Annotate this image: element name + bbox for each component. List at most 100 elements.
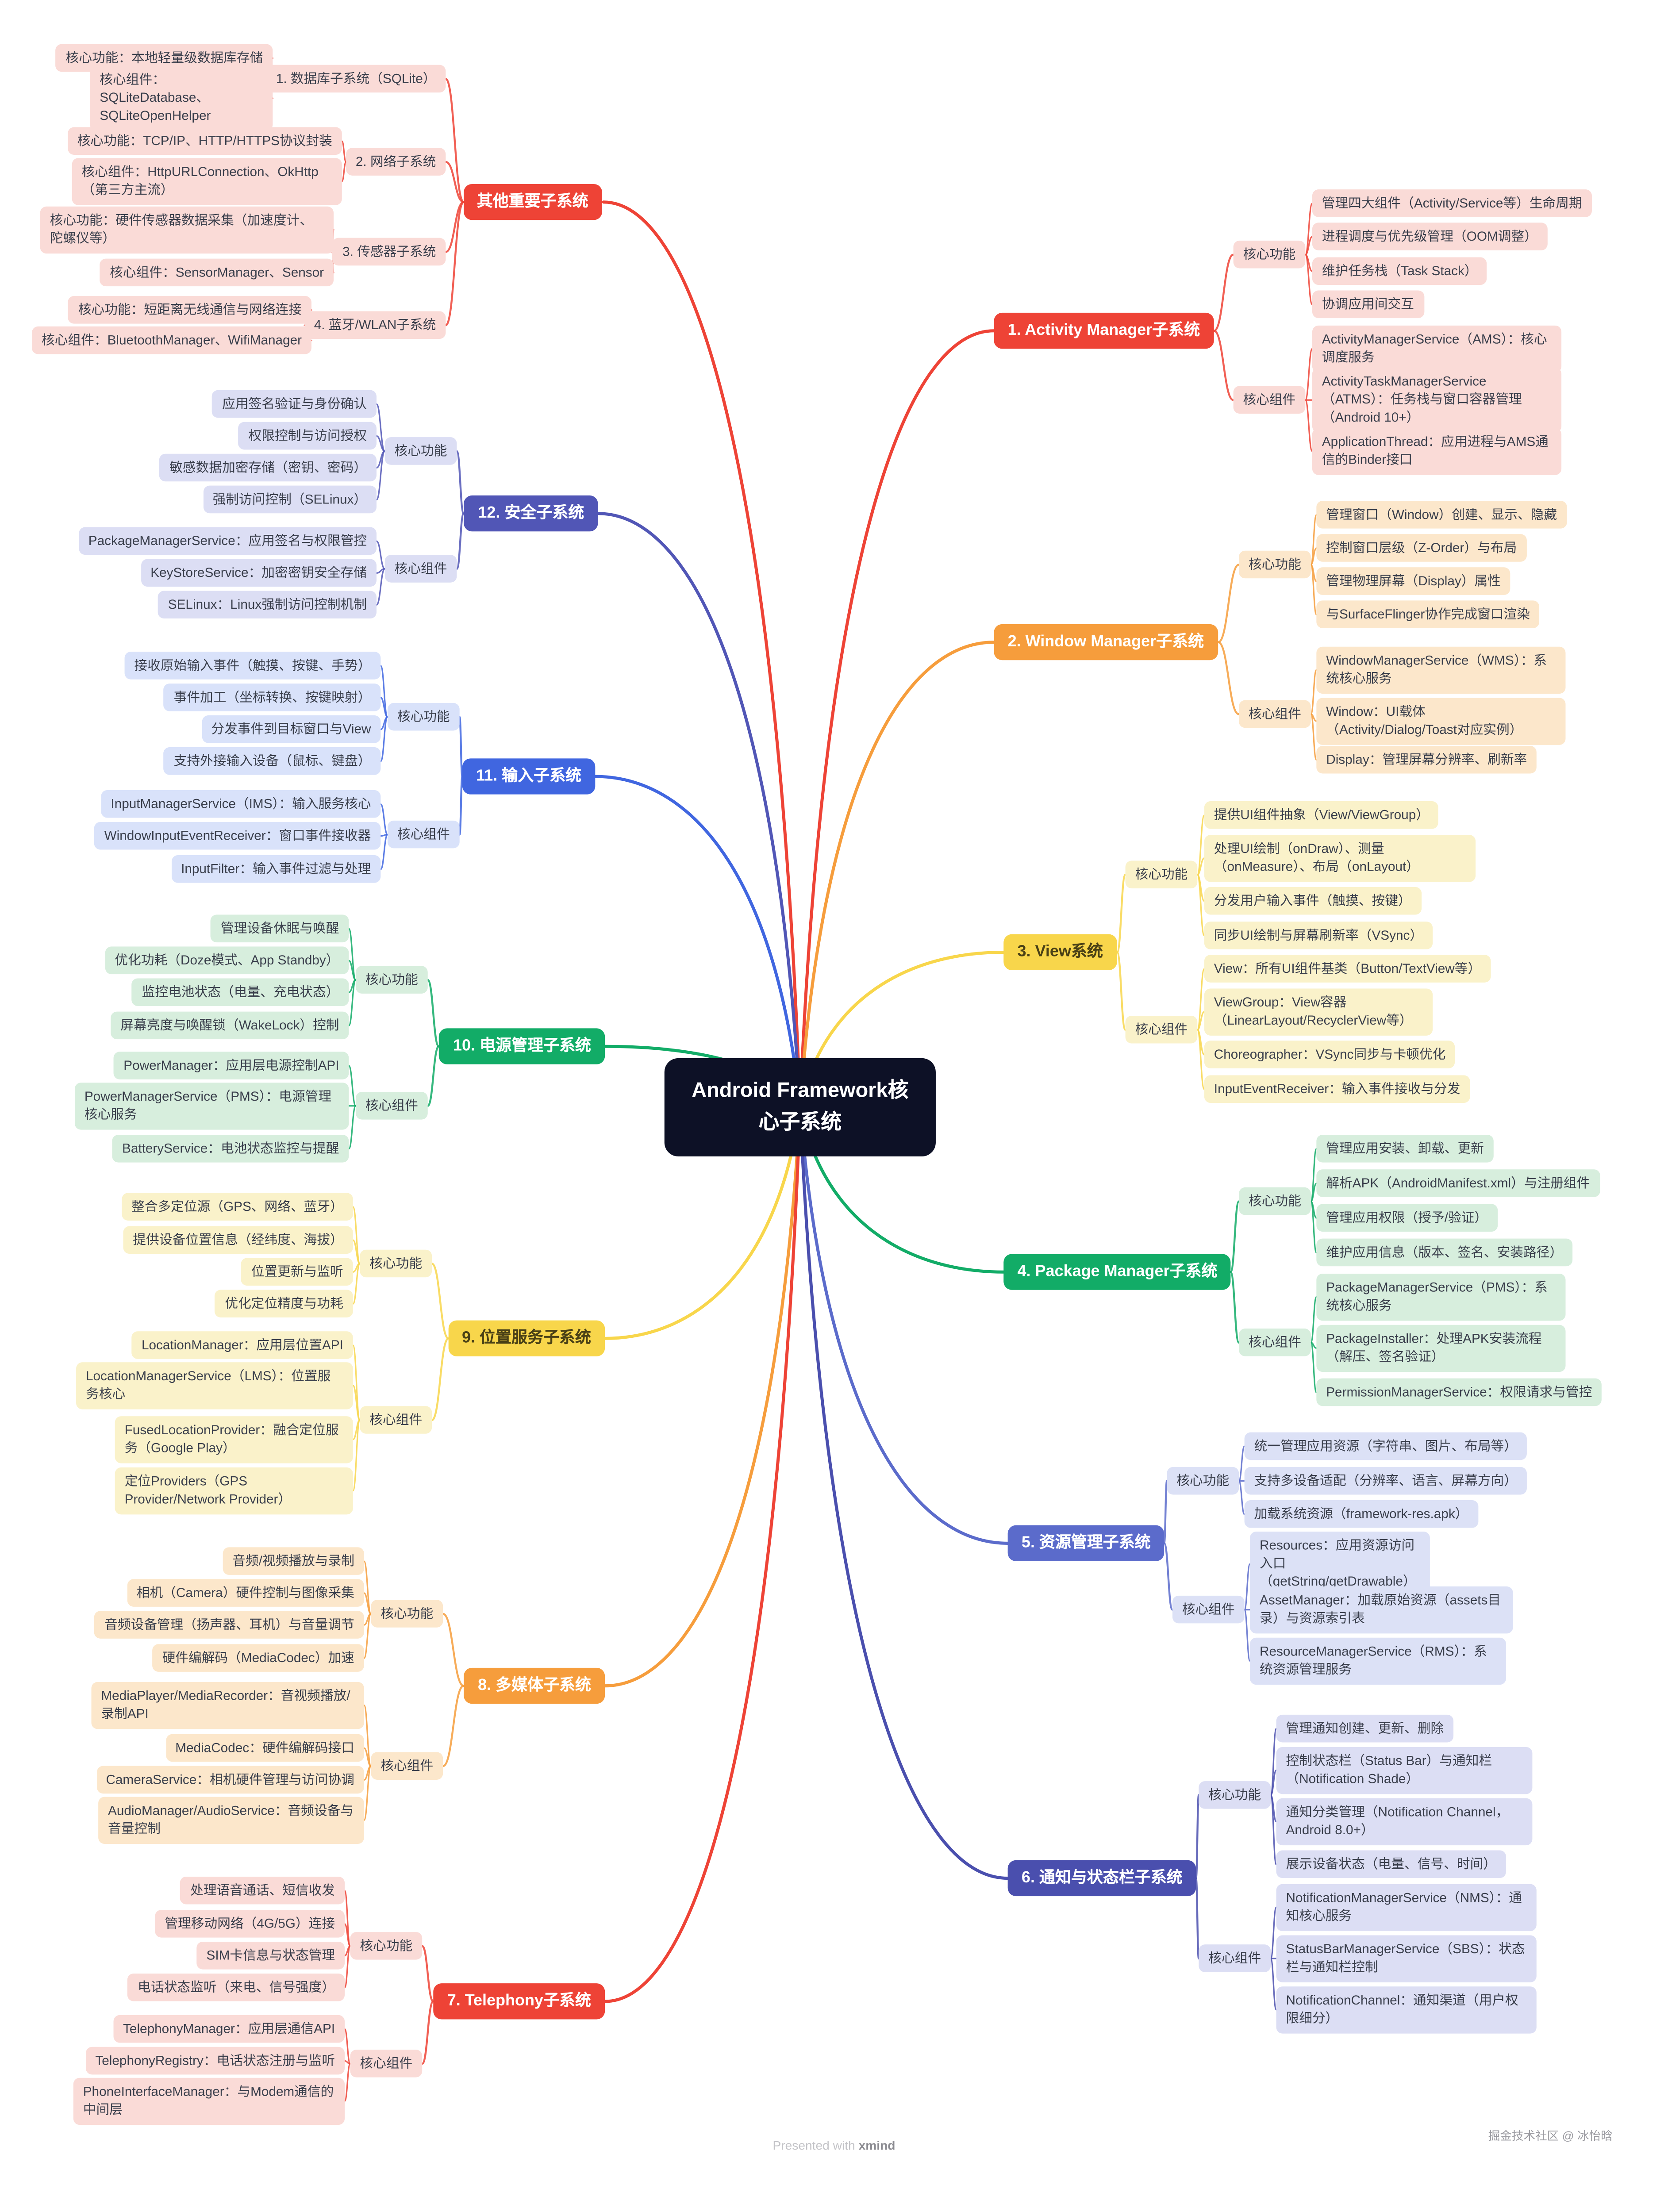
topic-core-functions[interactable]: 核心功能: [384, 437, 457, 465]
topic-leaf[interactable]: MediaPlayer/MediaRecorder：音视频播放/录制API: [91, 1682, 364, 1729]
topic-leaf[interactable]: 权限控制与访问授权: [238, 422, 377, 450]
topic-leaf[interactable]: MediaCodec：硬件编解码接口: [165, 1734, 364, 1763]
topic-leaf[interactable]: ActivityManagerService（AMS）：核心调度服务: [1312, 325, 1562, 372]
topic-leaf[interactable]: 事件加工（坐标转换、按键映射）: [164, 684, 381, 712]
topic-leaf[interactable]: TelephonyManager：应用层通信API: [113, 2015, 345, 2043]
topic-leaf[interactable]: 控制状态栏（Status Bar）与通知栏（Notification Shade…: [1276, 1747, 1533, 1794]
branch-multimedia[interactable]: 8. 多媒体子系统: [464, 1667, 605, 1704]
topic-leaf[interactable]: KeyStoreService：加密密钥安全存储: [141, 559, 377, 588]
branch-activity-manager[interactable]: 1. Activity Manager子系统: [994, 312, 1214, 349]
branch-package-manager[interactable]: 4. Package Manager子系统: [1003, 1254, 1231, 1290]
topic-leaf[interactable]: PhoneInterfaceManager：与Modem通信的中间层: [73, 2078, 345, 2124]
topic-leaf[interactable]: Window：UI载体（Activity/Dialog/Toast对应实例）: [1316, 698, 1566, 745]
topic-leaf[interactable]: ApplicationThread：应用进程与AMS通信的Binder接口: [1312, 428, 1562, 475]
topic-leaf[interactable]: PackageManagerService（PMS）：系统核心服务: [1316, 1273, 1566, 1321]
topic-database-subsystem[interactable]: 1. 数据库子系统（SQLite）: [266, 65, 446, 93]
topic-leaf[interactable]: AudioManager/AudioService：音频设备与音量控制: [98, 1797, 364, 1843]
topic-leaf[interactable]: 控制窗口层级（Z-Order）与布局: [1316, 534, 1527, 562]
topic-leaf[interactable]: 管理物理屏幕（Display）属性: [1316, 567, 1510, 595]
topic-core-functions[interactable]: 核心功能: [371, 1600, 443, 1628]
topic-leaf[interactable]: SIM卡信息与状态管理: [196, 1942, 345, 1970]
topic-leaf[interactable]: ActivityTaskManagerService（ATMS）：任务栈与窗口容…: [1312, 367, 1562, 433]
topic-leaf[interactable]: ViewGroup：View容器（LinearLayout/RecyclerVi…: [1204, 988, 1433, 1035]
topic-leaf[interactable]: 支持外接输入设备（鼠标、键盘）: [164, 747, 381, 776]
topic-leaf[interactable]: LocationManagerService（LMS）：位置服务核心: [76, 1362, 353, 1409]
topic-leaf[interactable]: InputManagerService（IMS）：输入服务核心: [101, 790, 381, 818]
topic-leaf[interactable]: 解析APK（AndroidManifest.xml）与注册组件: [1316, 1169, 1600, 1198]
topic-core-functions[interactable]: 核心功能: [360, 1249, 432, 1278]
topic-leaf[interactable]: 分发事件到目标窗口与View: [201, 715, 381, 744]
topic-core-functions[interactable]: 核心功能: [1233, 240, 1306, 269]
topic-leaf[interactable]: 核心功能：硬件传感器数据采集（加速度计、陀螺仪等）: [40, 206, 334, 253]
topic-leaf[interactable]: Display：管理屏幕分辨率、刷新率: [1316, 745, 1537, 774]
topic-leaf[interactable]: 统一管理应用资源（字符串、图片、布局等）: [1244, 1432, 1527, 1461]
topic-core-functions[interactable]: 核心功能: [1199, 1781, 1271, 1809]
topic-core-components[interactable]: 核心组件: [1239, 1329, 1311, 1357]
topic-core-components[interactable]: 核心组件: [1233, 386, 1306, 414]
topic-leaf[interactable]: 核心功能：短距离无线通信与网络连接: [68, 296, 311, 324]
topic-leaf[interactable]: PackageManagerService：应用签名与权限管控: [78, 527, 377, 556]
topic-leaf[interactable]: 管理移动网络（4G/5G）连接: [155, 1910, 345, 1938]
topic-leaf[interactable]: 接收原始输入事件（触摸、按键、手势）: [124, 652, 381, 680]
branch-power[interactable]: 10. 电源管理子系统: [439, 1028, 605, 1065]
branch-window-manager[interactable]: 2. Window Manager子系统: [994, 624, 1218, 661]
topic-leaf[interactable]: 管理窗口（Window）创建、显示、隐藏: [1316, 501, 1567, 529]
topic-core-components[interactable]: 核心组件: [1125, 1015, 1198, 1044]
topic-leaf[interactable]: 相机（Camera）硬件控制与图像采集: [127, 1579, 364, 1607]
topic-leaf[interactable]: 展示设备状态（电量、信号、时间）: [1276, 1850, 1506, 1879]
topic-core-components[interactable]: 核心组件: [350, 2050, 423, 2078]
topic-leaf[interactable]: SELinux：Linux强制访问控制机制: [158, 591, 377, 619]
topic-leaf[interactable]: 核心功能：TCP/IP、HTTP/HTTPS协议封装: [67, 127, 342, 155]
central-topic[interactable]: Android Framework核心子系统: [664, 1058, 936, 1156]
topic-leaf[interactable]: 进程调度与优先级管理（OOM调整）: [1312, 223, 1547, 251]
branch-telephony[interactable]: 7. Telephony子系统: [433, 1983, 605, 2020]
topic-leaf[interactable]: 硬件编解码（MediaCodec）加速: [152, 1644, 364, 1672]
topic-leaf[interactable]: 分发用户输入事件（触摸、按键）: [1204, 887, 1421, 915]
topic-leaf[interactable]: InputFilter：输入事件过滤与处理: [171, 855, 381, 883]
topic-core-components[interactable]: 核心组件: [1239, 700, 1311, 729]
topic-leaf[interactable]: 整合多定位源（GPS、网络、蓝牙）: [122, 1193, 353, 1221]
topic-leaf[interactable]: 管理通知创建、更新、删除: [1276, 1714, 1454, 1743]
topic-leaf[interactable]: 管理应用权限（授予/验证）: [1316, 1204, 1498, 1232]
topic-leaf[interactable]: 定位Providers（GPS Provider/Network Provide…: [115, 1467, 353, 1514]
topic-leaf[interactable]: 管理设备休眠与唤醒: [211, 914, 349, 943]
topic-leaf[interactable]: 音频设备管理（扬声器、耳机）与音量调节: [95, 1611, 364, 1639]
topic-leaf[interactable]: TelephonyRegistry：电话状态注册与监听: [85, 2047, 345, 2075]
topic-bt-wlan-subsystem[interactable]: 4. 蓝牙/WLAN子系统: [304, 311, 446, 339]
branch-security[interactable]: 12. 安全子系统: [464, 495, 598, 532]
topic-core-functions[interactable]: 核心功能: [1167, 1467, 1239, 1495]
topic-core-components[interactable]: 核心组件: [1199, 1944, 1271, 1973]
topic-core-components[interactable]: 核心组件: [371, 1752, 443, 1780]
topic-leaf[interactable]: 维护任务栈（Task Stack）: [1312, 257, 1487, 285]
topic-leaf[interactable]: 处理语音通话、短信收发: [181, 1876, 345, 1905]
topic-leaf[interactable]: ResourceManagerService（RMS）：系统资源管理服务: [1250, 1637, 1506, 1684]
topic-leaf[interactable]: 协调应用间交互: [1312, 290, 1424, 319]
topic-leaf[interactable]: 提供设备位置信息（经纬度、海拔）: [123, 1226, 353, 1255]
topic-leaf[interactable]: WindowManagerService（WMS）：系统核心服务: [1316, 646, 1566, 693]
topic-leaf[interactable]: BatteryService：电池状态监控与提醒: [112, 1135, 349, 1163]
topic-leaf[interactable]: Resources：应用资源访问入口（getString/getDrawable…: [1250, 1532, 1430, 1597]
topic-core-functions[interactable]: 核心功能: [356, 966, 428, 994]
topic-leaf[interactable]: 通知分类管理（Notification Channel，Android 8.0+…: [1276, 1798, 1533, 1845]
topic-leaf[interactable]: View：所有UI组件基类（Button/TextView等）: [1204, 955, 1491, 983]
topic-leaf[interactable]: NotificationManagerService（NMS）：通知核心服务: [1276, 1884, 1537, 1931]
topic-leaf[interactable]: 维护应用信息（版本、签名、安装路径）: [1316, 1238, 1573, 1267]
branch-resource-manager[interactable]: 5. 资源管理子系统: [1007, 1525, 1165, 1562]
topic-leaf[interactable]: 同步UI绘制与屏幕刷新率（VSync）: [1204, 922, 1433, 950]
topic-core-functions[interactable]: 核心功能: [350, 1932, 423, 1960]
topic-core-components[interactable]: 核心组件: [384, 555, 457, 583]
topic-leaf[interactable]: 核心组件：SensorManager、Sensor: [100, 258, 334, 287]
topic-core-functions[interactable]: 核心功能: [1125, 860, 1198, 889]
topic-leaf[interactable]: 强制访问控制（SELinux）: [203, 485, 377, 514]
topic-leaf[interactable]: 管理四大组件（Activity/Service等）生命周期: [1312, 189, 1592, 218]
topic-leaf[interactable]: AssetManager：加载原始资源（assets目录）与资源索引表: [1250, 1586, 1513, 1633]
topic-leaf[interactable]: 加载系统资源（framework-res.apk）: [1244, 1500, 1478, 1528]
branch-location[interactable]: 9. 位置服务子系统: [448, 1320, 605, 1357]
topic-leaf[interactable]: FusedLocationProvider：融合定位服务（Google Play…: [115, 1416, 353, 1463]
topic-leaf[interactable]: PowerManager：应用层电源控制API: [114, 1052, 349, 1080]
topic-leaf[interactable]: 敏感数据加密存储（密钥、密码）: [160, 453, 377, 482]
topic-leaf[interactable]: 优化功耗（Doze模式、App Standby）: [105, 946, 349, 975]
topic-leaf[interactable]: 音频/视频播放与录制: [223, 1547, 364, 1575]
topic-core-components[interactable]: 核心组件: [1172, 1595, 1245, 1624]
topic-leaf[interactable]: 应用签名验证与身份确认: [212, 390, 377, 419]
